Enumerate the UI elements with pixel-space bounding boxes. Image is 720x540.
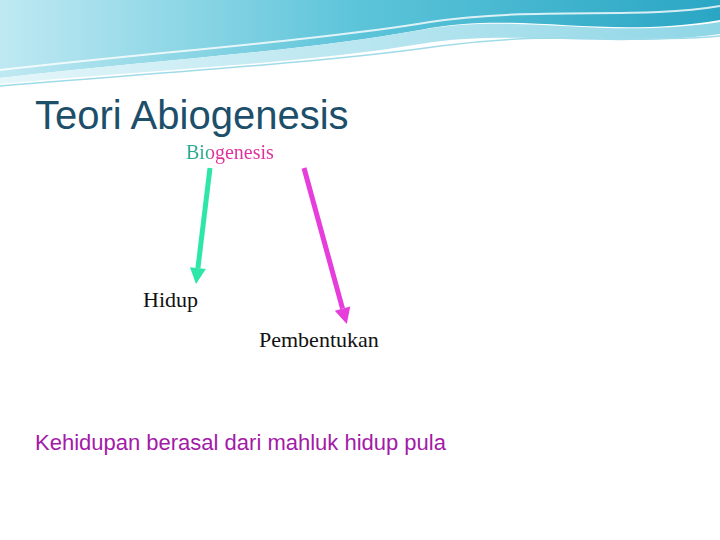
slide-title: Teori Abiogenesis — [35, 92, 349, 138]
arrow-line — [304, 168, 343, 309]
meaning-label: Hidup — [143, 287, 198, 313]
arrow-line — [198, 168, 210, 268]
arrow-head — [335, 306, 350, 324]
wave-line — [0, 36, 720, 86]
meaning-label: Pembentukan — [259, 327, 379, 353]
term-label: Biogenesis — [186, 140, 274, 164]
arrow-head — [190, 267, 206, 284]
note-text: Kehidupan berasal dari mahluk hidup pula — [35, 430, 446, 456]
